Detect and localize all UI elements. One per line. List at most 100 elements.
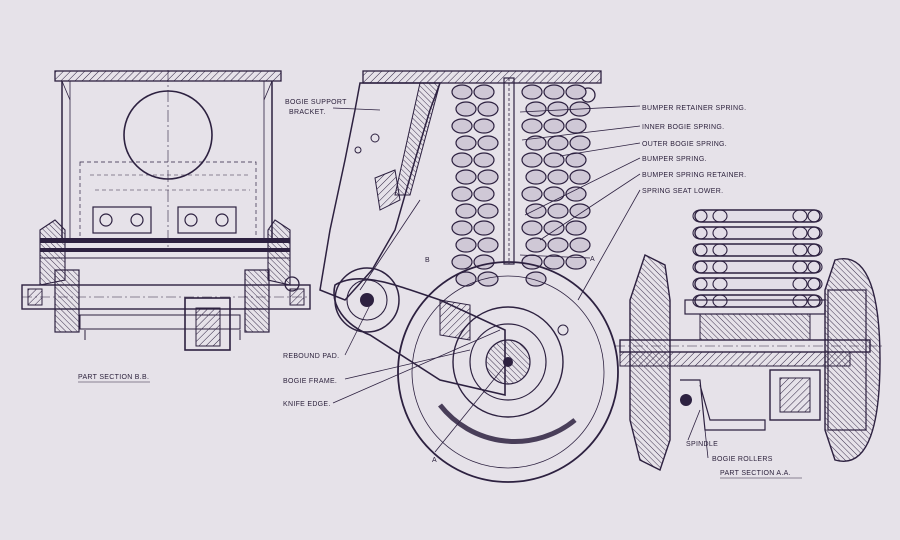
marker-a-top: A [590,256,595,263]
marker-a-bottom: A [432,457,437,464]
spring-coil [565,84,587,100]
spring-coil [473,220,495,236]
spring-coil [547,169,569,185]
spring-coil [455,203,477,219]
spring-coil [569,237,591,253]
spring-coil-section [694,277,821,291]
spring-coil [543,118,565,134]
label-spindle: SPINDLE [686,441,718,448]
spring-coil [547,101,569,117]
spring-coil [525,101,547,117]
spring-coil [565,152,587,168]
spring-coil [547,203,569,219]
coil-wire-end [692,294,708,308]
part-section-bb-caption: PART SECTION B.B. [78,374,149,381]
label-bumper-spring: BUMPER SPRING. [642,156,707,163]
coil-wire-end [792,294,808,308]
spring-coil [473,186,495,202]
coil-wire-end [792,243,808,257]
marker-b: B [425,257,430,264]
spring-coil [451,118,473,134]
spring-coil [521,84,543,100]
spring-coil [547,237,569,253]
spring-coil [451,152,473,168]
spring-coil-section [694,209,821,223]
spring-coil [521,220,543,236]
spring-coil-section [694,260,821,274]
part-section-aa-caption: PART SECTION A.A. [720,470,791,477]
label-bumper-retainer-spring: BUMPER RETAINER SPRING. [642,105,746,112]
spring-coil [543,254,565,270]
bogie-spring-stack [451,84,591,287]
spring-coil [455,237,477,253]
coil-wire-end [807,209,823,223]
spring-coil [455,135,477,151]
coil-wire-end [807,277,823,291]
road-wheel [397,261,619,483]
bogie-frame [333,278,506,397]
coil-wire-end [807,226,823,240]
spring-coil [565,118,587,134]
spring-coil [477,101,499,117]
spring-coil [477,169,499,185]
spring-coil [543,220,565,236]
spring-coil [569,135,591,151]
spring-coil-section [694,226,821,240]
coil-wire-end [712,260,728,274]
spring-coil [477,203,499,219]
coil-wire-end [712,277,728,291]
spring-coil [543,186,565,202]
label-bumper-spring-retainer: BUMPER SPRING RETAINER. [642,172,746,179]
spring-coil [455,101,477,117]
bogie-rollers [769,369,821,421]
label-bogie-rollers: BOGIE ROLLERS [712,456,773,463]
coil-wire-end [692,277,708,291]
spring-coil [451,84,473,100]
spring-coil [569,203,591,219]
spring-coil [565,220,587,236]
side-elevation-view: BOGIE SUPPORT BRACKET. BUMPER RETAINER S… [283,70,746,483]
spring-section-coils [692,209,823,308]
spring-coil [525,271,547,287]
spring-coil [473,152,495,168]
label-bogie-frame: BOGIE FRAME. [283,378,337,385]
coil-wire-end [712,243,728,257]
coil-wire-end [712,209,728,223]
label-rebound-pad: REBOUND PAD. [283,353,339,360]
spring-coil [477,237,499,253]
spring-coil [477,135,499,151]
spring-coil [473,118,495,134]
spring-coil [543,152,565,168]
coil-wire-end [807,294,823,308]
label-outer-bogie-spring: OUTER BOGIE SPRING. [642,141,727,148]
spring-coil [521,186,543,202]
label-knife-edge: KNIFE EDGE. [283,401,331,408]
section-bb-view: PART SECTION B.B. [21,70,311,383]
spring-coil [525,135,547,151]
spring-coil-section [694,243,821,257]
spring-coil [543,84,565,100]
coil-wire-end [712,294,728,308]
coil-wire-end [792,209,808,223]
label-bogie-support-1: BOGIE SUPPORT [285,99,347,106]
spring-coil [521,152,543,168]
spring-coil-section [694,294,821,308]
coil-wire-end [792,226,808,240]
label-spring-seat-lower: SPRING SEAT LOWER. [642,188,723,195]
coil-wire-end [807,260,823,274]
coil-wire-end [792,277,808,291]
spring-coil [547,135,569,151]
spring-coil [565,254,587,270]
coil-wire-end [692,243,708,257]
spring-coil [477,271,499,287]
label-inner-bogie-spring: INNER BOGIE SPRING. [642,124,724,131]
coil-wire-end [692,209,708,223]
coil-wire-end [692,260,708,274]
coil-wire-end [792,260,808,274]
coil-wire-end [692,226,708,240]
spring-coil [473,84,495,100]
coil-wire-end [807,243,823,257]
spring-coil [525,237,547,253]
section-aa-view: SPINDLE BOGIE ROLLERS PART SECTION A.A. [615,209,885,479]
